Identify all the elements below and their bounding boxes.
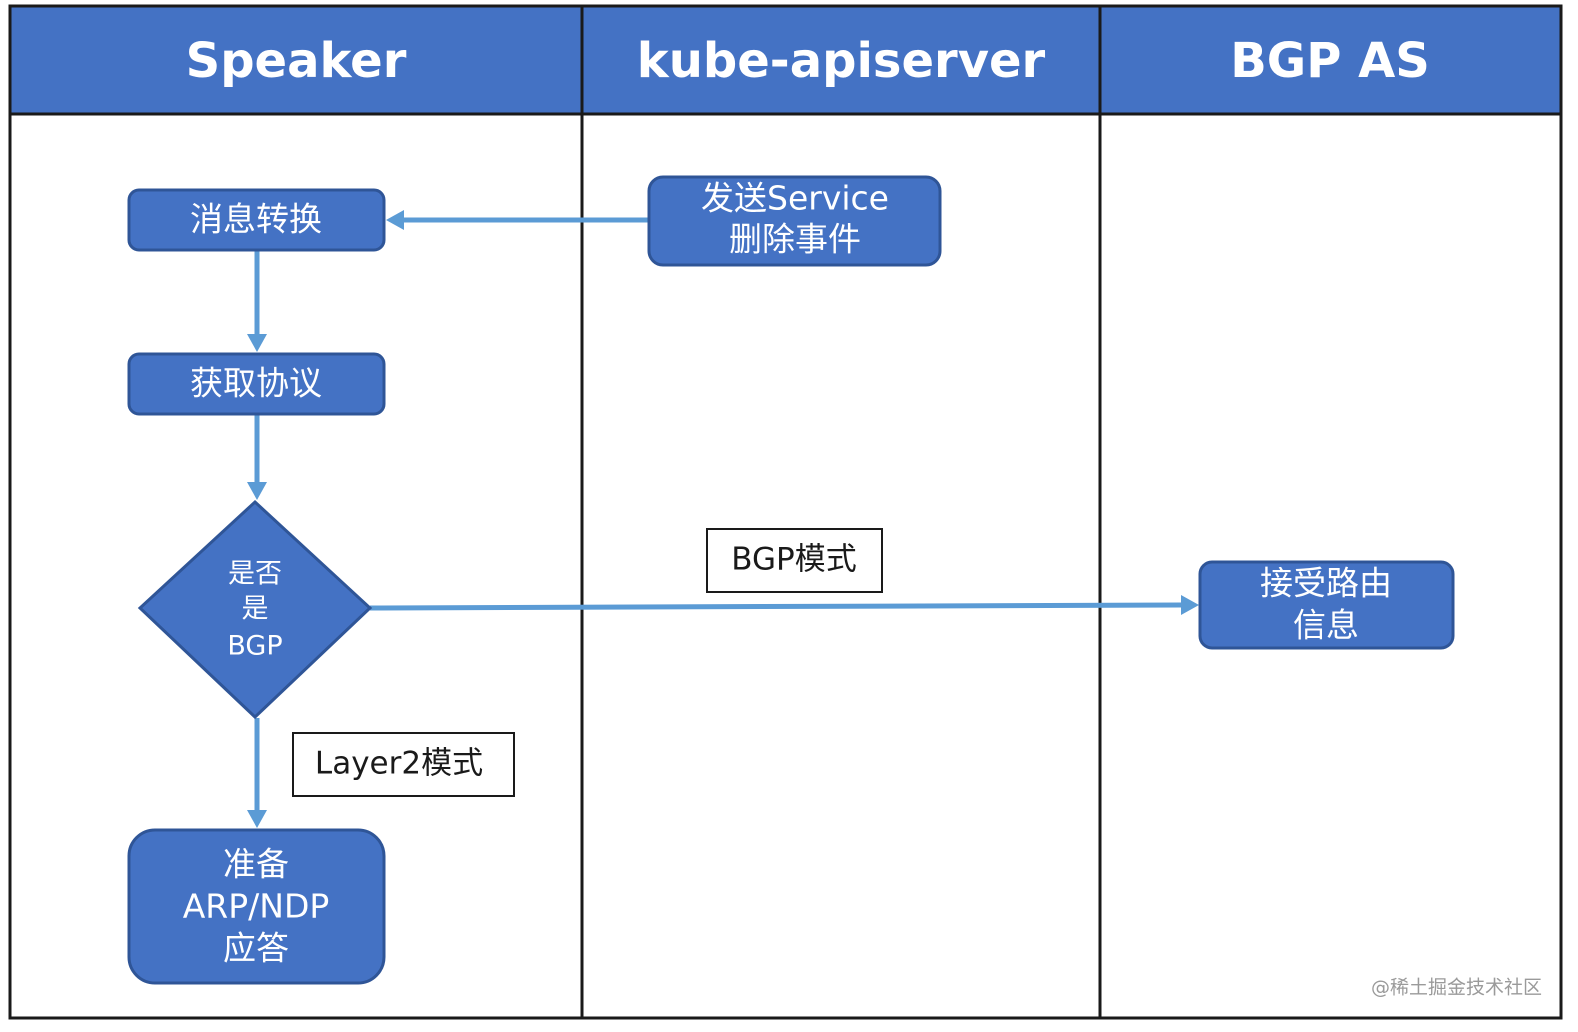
edge-label-layer2-mode-box	[292, 732, 515, 797]
lane-title-speaker: Speaker	[186, 33, 407, 89]
node-message-convert	[127, 188, 386, 252]
arrowhead-decision	[247, 482, 267, 500]
lane-title-kube-apiserver: kube-apiserver	[637, 33, 1046, 89]
node-prepare-arp-ndp-reply-line-3: 应答	[223, 929, 289, 968]
node-message-convert-label: 消息转换	[190, 200, 322, 239]
node-get-protocol-label: 获取协议	[190, 364, 322, 403]
node-is-bgp-line-3: BGP	[227, 631, 282, 662]
node-is-bgp-line-2: 是	[242, 594, 269, 625]
diagram-frame	[8, 4, 1563, 1020]
node-get-protocol	[127, 352, 386, 416]
watermark-text: @稀土掘金技术社区	[1371, 977, 1542, 999]
node-receive-route-info-line-2: 信息	[1293, 606, 1359, 645]
node-prepare-arp-ndp-reply	[127, 828, 386, 985]
node-prepare-arp-ndp-reply-line-2: ARP/NDP	[183, 887, 330, 926]
arrowhead-convert	[386, 210, 404, 230]
edge-label-bgp-mode-box	[706, 528, 883, 593]
lane-title-bgp-as: BGP AS	[1230, 33, 1430, 89]
arrowhead-prepare	[247, 810, 267, 828]
node-send-service-delete-event-line-2: 删除事件	[729, 220, 861, 259]
lane-header-band	[10, 6, 1561, 114]
arrow-decision-to-receive	[369, 602, 1183, 611]
edge-label-bgp-mode: BGP模式	[731, 542, 856, 578]
node-receive-route-info	[1198, 560, 1455, 650]
node-is-bgp-decision	[137, 499, 373, 720]
node-send-service-delete-event-line-1: 发送Service	[701, 179, 889, 218]
edge-label-layer2-mode: Layer2模式	[315, 746, 483, 782]
node-receive-route-info-line-1: 接受路由	[1260, 564, 1392, 603]
node-prepare-arp-ndp-reply-line-1: 准备	[223, 845, 289, 884]
arrowhead-protocol	[247, 334, 267, 352]
node-send-service-delete-event	[647, 175, 942, 267]
arrowhead-receive	[1181, 595, 1199, 615]
node-is-bgp-line-1: 是否	[228, 559, 282, 590]
